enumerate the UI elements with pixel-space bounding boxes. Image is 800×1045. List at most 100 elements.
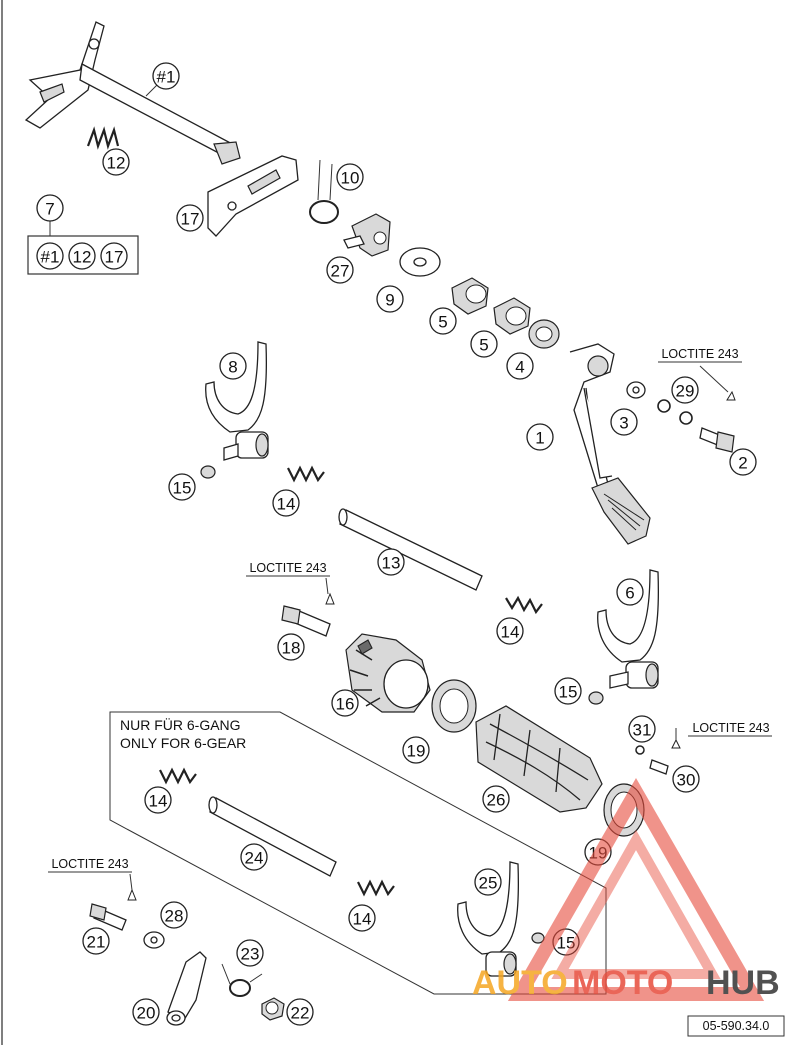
svg-text:LOCTITE 243: LOCTITE 243 bbox=[51, 857, 128, 871]
shift-rod-part-24 bbox=[208, 796, 337, 877]
callout-circle bbox=[496, 617, 524, 645]
screw-part-30 bbox=[649, 738, 681, 775]
callout-p28: 28 bbox=[160, 901, 188, 929]
spring-part-12 bbox=[86, 126, 120, 150]
callout-circle bbox=[331, 689, 359, 717]
callout-number: 12 bbox=[73, 248, 92, 267]
callout-number: 14 bbox=[277, 495, 296, 514]
svg-text:LOCTITE 243: LOCTITE 243 bbox=[692, 721, 769, 735]
callout-number: 23 bbox=[241, 945, 260, 964]
locking-lever-part bbox=[166, 951, 207, 1026]
automotohub-watermark: AUTO MOTO HUB bbox=[472, 777, 780, 1002]
callout-number: 10 bbox=[341, 169, 360, 188]
callout-circle bbox=[236, 939, 264, 967]
bolt-part-2 bbox=[699, 427, 735, 453]
callout-k1: #1 bbox=[36, 242, 64, 270]
callout-number: 9 bbox=[385, 291, 394, 310]
spring-part-14d bbox=[357, 879, 395, 897]
callout-circle bbox=[36, 194, 64, 222]
callout-circle bbox=[82, 927, 110, 955]
callout-number: 24 bbox=[245, 849, 264, 868]
callout-number: #1 bbox=[41, 248, 60, 267]
callout-p15b: 15 bbox=[554, 677, 582, 705]
callout-circle bbox=[729, 448, 757, 476]
callout-p19a: 19 bbox=[402, 736, 430, 764]
callout-circle bbox=[671, 376, 699, 404]
callout-p24: 24 bbox=[240, 843, 268, 871]
callout-p12a: 12 bbox=[102, 148, 130, 176]
bearing-part-19a bbox=[431, 679, 477, 733]
callout-k12: 12 bbox=[68, 242, 96, 270]
callout-circle bbox=[168, 473, 196, 501]
loctite-label-2: LOCTITE 243 bbox=[246, 561, 330, 577]
watermark-text-auto: AUTO bbox=[472, 964, 568, 1002]
callout-number: 25 bbox=[479, 874, 498, 893]
callout-circle bbox=[376, 285, 404, 313]
callout-circle bbox=[36, 242, 64, 270]
callout-p20: 20 bbox=[132, 998, 160, 1026]
callout-circle bbox=[616, 578, 644, 606]
callout-number: 7 bbox=[45, 200, 54, 219]
callout-circle bbox=[377, 548, 405, 576]
callout-number: 14 bbox=[149, 792, 168, 811]
loctite-label-1: LOCTITE 243 bbox=[658, 347, 742, 363]
callout-p13: 13 bbox=[377, 548, 405, 576]
callout-number: 14 bbox=[501, 623, 520, 642]
callout-p10: 10 bbox=[336, 163, 364, 191]
callout-number: 2 bbox=[738, 454, 747, 473]
callout-p31: 31 bbox=[628, 715, 656, 743]
shift-drum-locating-part bbox=[345, 633, 431, 713]
callout-k17: 17 bbox=[100, 242, 128, 270]
callout-number: 28 bbox=[165, 907, 184, 926]
callout-number: 12 bbox=[107, 154, 126, 173]
callout-p30: 30 bbox=[672, 765, 700, 793]
callout-p21: 21 bbox=[82, 927, 110, 955]
lock-washer-part bbox=[657, 399, 671, 413]
callout-number: 30 bbox=[677, 771, 696, 790]
callout-number: 22 bbox=[291, 1004, 310, 1023]
callout-p23: 23 bbox=[236, 939, 264, 967]
callout-circle bbox=[219, 352, 247, 380]
callout-p18: 18 bbox=[277, 633, 305, 661]
callout-p9: 9 bbox=[376, 285, 404, 313]
callout-number: 17 bbox=[105, 248, 124, 267]
callout-p1: #1 bbox=[152, 62, 180, 90]
washer-part-31 bbox=[635, 745, 645, 755]
roller-part bbox=[261, 997, 285, 1021]
callout-circle bbox=[474, 868, 502, 896]
callout-number: 20 bbox=[137, 1004, 156, 1023]
callout-number: 26 bbox=[487, 791, 506, 810]
callout-circle bbox=[272, 489, 300, 517]
callout-number: 3 bbox=[619, 414, 628, 433]
callout-p3: 3 bbox=[610, 408, 638, 436]
reference-code: 05-590.34.0 bbox=[703, 1019, 770, 1033]
callout-circle bbox=[610, 408, 638, 436]
callout-p14a: 14 bbox=[272, 489, 300, 517]
callout-p6: 6 bbox=[616, 578, 644, 606]
callout-number: 14 bbox=[353, 910, 372, 929]
shift-fork-part-6 bbox=[597, 569, 660, 689]
loctite-label-3: LOCTITE 243 bbox=[688, 721, 772, 737]
callout-circle bbox=[470, 330, 498, 358]
callout-number: #1 bbox=[157, 68, 176, 87]
callout-p17: 17 bbox=[176, 204, 204, 232]
spring-part-14b bbox=[505, 595, 543, 615]
shift-lever-part bbox=[569, 343, 651, 545]
shift-fork-part-8 bbox=[205, 341, 269, 461]
shift-rod-part-13 bbox=[338, 508, 483, 591]
callout-circle bbox=[482, 785, 510, 813]
watermark-text-moto: MOTO bbox=[572, 964, 673, 1002]
callout-circle bbox=[526, 423, 554, 451]
callout-p25: 25 bbox=[474, 868, 502, 896]
callout-p15a: 15 bbox=[168, 473, 196, 501]
seal-ring-part bbox=[528, 319, 560, 349]
loctite-label-4: LOCTITE 243 bbox=[48, 857, 132, 873]
callout-number: 4 bbox=[515, 358, 524, 377]
callout-p22: 22 bbox=[286, 998, 314, 1026]
callout-circle bbox=[506, 352, 534, 380]
callout-p8: 8 bbox=[219, 352, 247, 380]
loctite-drop-icon bbox=[726, 390, 736, 401]
callout-p14c: 14 bbox=[144, 786, 172, 814]
spring-part-14a bbox=[287, 465, 325, 483]
